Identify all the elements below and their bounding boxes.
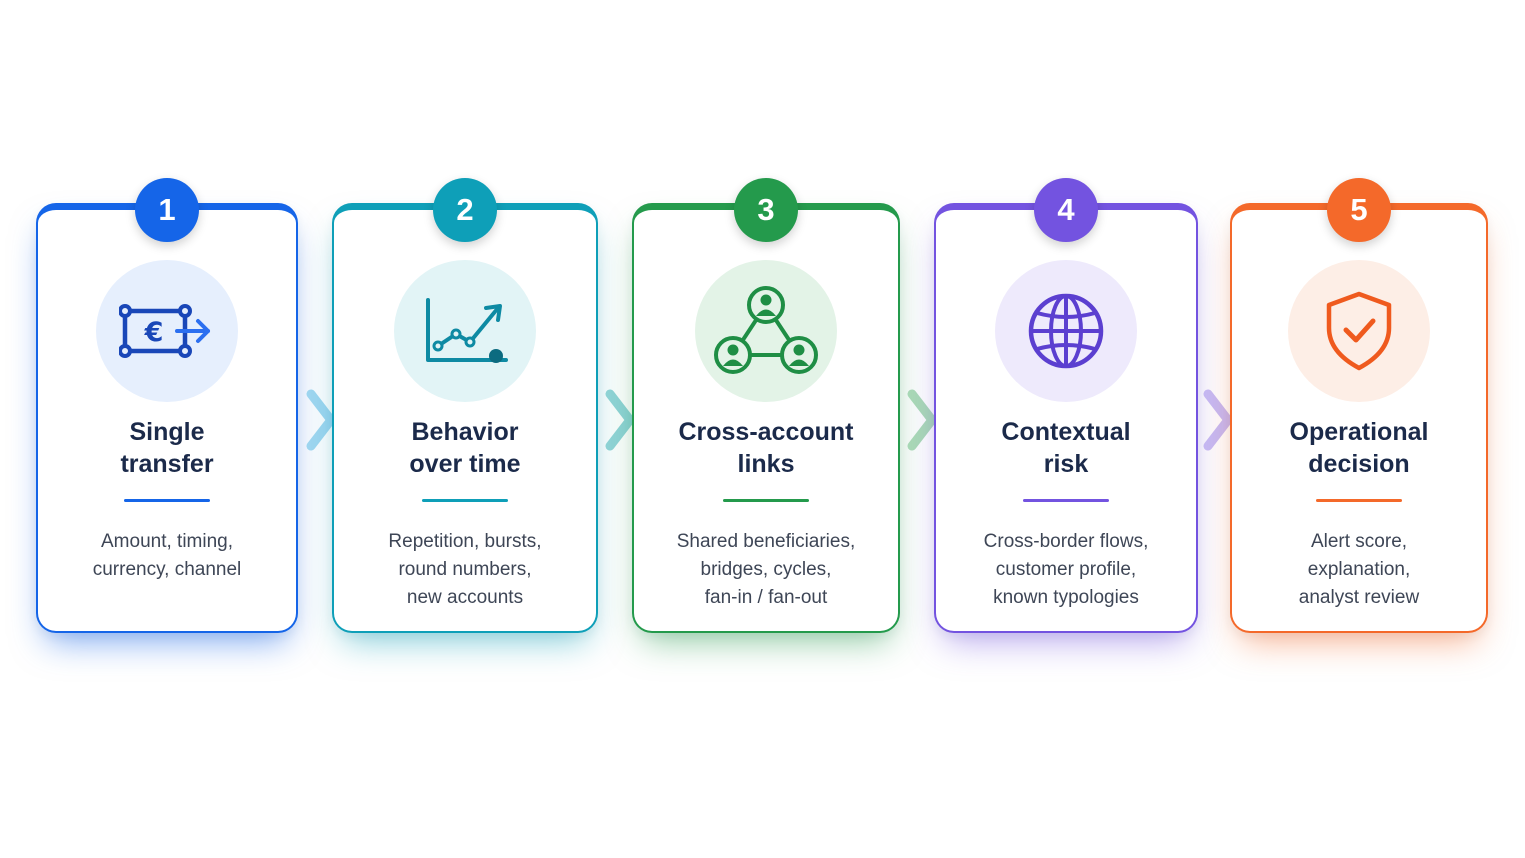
step-number-badge: 2 <box>433 178 497 242</box>
step-description: Shared beneficiaries, bridges, cycles, f… <box>676 531 856 608</box>
title-underline <box>1316 499 1402 502</box>
step-card-3: 3 <box>632 178 900 633</box>
title-underline <box>422 499 508 502</box>
chevron-right-icon <box>1203 389 1233 451</box>
shield-check-icon <box>1288 260 1430 402</box>
chevron-right-icon <box>306 389 336 451</box>
step-description: Cross-border flows, customer profile, kn… <box>983 531 1149 608</box>
step-number-badge: 1 <box>135 178 199 242</box>
step-card-2: 2 Behavior over time Repetition, bursts,… <box>332 178 598 633</box>
step-card-1: 1 € Single transfer Amount, timing, curr… <box>36 178 298 633</box>
step-title: Operational decision <box>1289 418 1429 478</box>
step-card-5: 5 Operational decision Alert score, expl… <box>1230 178 1488 633</box>
step-description: Amount, timing, currency, channel <box>92 531 242 580</box>
title-underline <box>124 499 210 502</box>
chevron-right-icon <box>605 389 635 451</box>
chevron-right-icon <box>907 389 937 451</box>
svg-text:€: € <box>144 317 164 348</box>
step-description: Repetition, bursts, round numbers, new a… <box>388 531 542 608</box>
step-title: Contextual risk <box>1001 418 1131 478</box>
step-title: Behavior over time <box>409 418 521 478</box>
globe-icon <box>995 260 1137 402</box>
linked-accounts-network-icon <box>695 260 837 402</box>
step-number-badge: 5 <box>1327 178 1391 242</box>
step-title: Cross-account links <box>678 418 854 478</box>
euro-banknote-transfer-icon: € <box>96 260 238 402</box>
title-underline <box>723 499 809 502</box>
step-number-badge: 3 <box>734 178 798 242</box>
title-underline <box>1023 499 1109 502</box>
step-card-4: 4 Contextual risk Cross-border flows, cu… <box>934 178 1198 633</box>
step-title: Single transfer <box>120 418 214 478</box>
trend-line-chart-icon <box>394 260 536 402</box>
step-number-badge: 4 <box>1034 178 1098 242</box>
step-description: Alert score, explanation, analyst review <box>1298 531 1420 608</box>
